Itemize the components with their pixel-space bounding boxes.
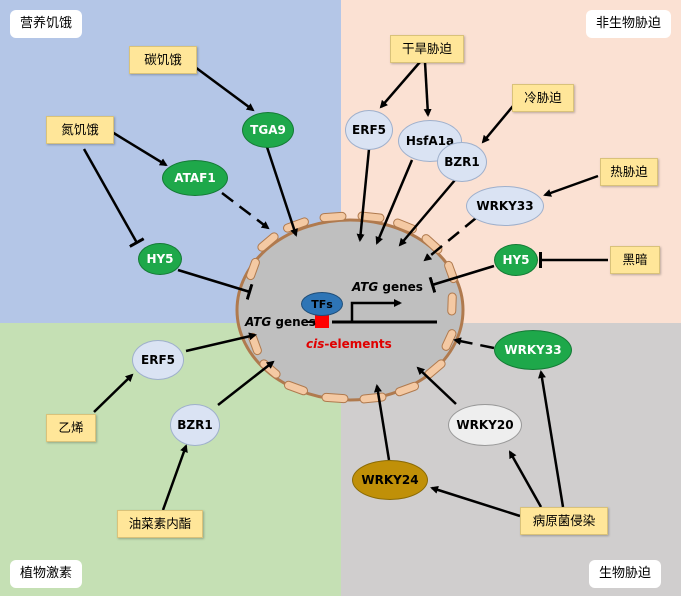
stimulus-brassinosteroid: 油菜素内酯 — [117, 510, 203, 538]
cis-elements-label: cis-elements — [306, 337, 392, 351]
arrow-bzr1-to-nucleus — [398, 179, 456, 247]
tf-hsfa1a: HsfA1a — [398, 120, 462, 162]
label-phytohormone: 植物激素 — [10, 560, 83, 588]
arrow-hsfa1a-to-nucleus — [375, 159, 414, 245]
transcription-arrow — [350, 299, 402, 322]
arrow-cold-to-bzr1 — [481, 105, 514, 144]
arrow-drought-to-hsfa1a — [423, 61, 432, 117]
inhibit-hy5-to-nucleus — [177, 268, 254, 300]
arrow-br-to-bzr1 — [161, 444, 188, 511]
stimulus-drought: 干旱胁迫 — [390, 35, 464, 63]
arrow-wrky24-to-nucleus — [374, 384, 391, 461]
stimulus-heat: 热胁迫 — [600, 158, 658, 186]
stimulus-darkness: 黑暗 — [610, 246, 660, 274]
atg-genes-label-right: ATG genes — [352, 280, 423, 294]
label-abiotic-stress: 非生物胁迫 — [585, 10, 671, 38]
arrow-bzr1-to-nucleus-bottom — [217, 360, 275, 406]
stimulus-cold: 冷胁迫 — [512, 84, 574, 112]
tf-wrky33-bottom: WRKY33 — [494, 330, 572, 370]
label-biotic-stress: 生物胁迫 — [588, 560, 661, 588]
stimulus-pathogen-infection: 病原菌侵染 — [520, 507, 608, 535]
tf-wrky20: WRKY20 — [448, 404, 522, 446]
arrow-heat-to-wrky33 — [543, 174, 599, 197]
tf-wrky24: WRKY24 — [352, 460, 428, 500]
stimulus-carbon-starvation: 碳饥饿 — [129, 46, 197, 74]
nucleus-envelope — [235, 218, 465, 402]
stimulus-ethylene: 乙烯 — [46, 414, 96, 442]
tf-wrky33-top: WRKY33 — [466, 186, 544, 226]
label-nutrient-starvation: 营养饥饿 — [10, 10, 83, 38]
arrow-pathogen-to-wrky33 — [538, 370, 565, 508]
arrow-wrky33-to-nucleus — [423, 217, 477, 262]
arrow-wrky33-to-nucleus-bottom — [453, 337, 495, 350]
arrow-nitrogen-to-ataf1 — [111, 130, 168, 167]
tf-tga9: TGA9 — [242, 112, 294, 148]
tf-hy5-left: HY5 — [138, 243, 182, 275]
atg-genes-label-left: ATG genes — [245, 315, 316, 329]
tf-erf5-bottom: ERF5 — [132, 340, 184, 380]
arrow-tga9-to-nucleus — [265, 146, 298, 237]
arrow-pathogen-to-wrky24 — [430, 486, 521, 518]
arrow-drought-to-erf5 — [379, 61, 421, 109]
arrow-wrky20-to-nucleus — [416, 366, 457, 405]
arrow-erf5-to-nucleus-bottom — [185, 332, 257, 353]
arrow-carbon-to-tga9 — [194, 65, 255, 112]
cis-element-box — [315, 313, 329, 328]
arrow-erf5-to-nucleus — [356, 148, 371, 242]
tf-bzr1-bottom: BZR1 — [170, 404, 220, 446]
arrow-pathogen-to-wrky20 — [508, 450, 543, 508]
tf-erf5-top: ERF5 — [345, 110, 393, 150]
stimulus-nitrogen-starvation: 氮饥饿 — [46, 116, 114, 144]
tf-bzr1-top: BZR1 — [437, 142, 487, 182]
inhibit-nitrogen-to-hy5 — [82, 148, 145, 248]
arrow-ethylene-to-erf5 — [93, 373, 134, 413]
tf-hy5-right: HY5 — [494, 244, 538, 276]
tf-ataf1: ATAF1 — [162, 160, 228, 196]
arrow-ataf1-to-nucleus — [221, 192, 270, 230]
tfs-oval: TFs — [301, 292, 343, 316]
inhibit-hy5-to-nucleus-right — [428, 264, 495, 293]
